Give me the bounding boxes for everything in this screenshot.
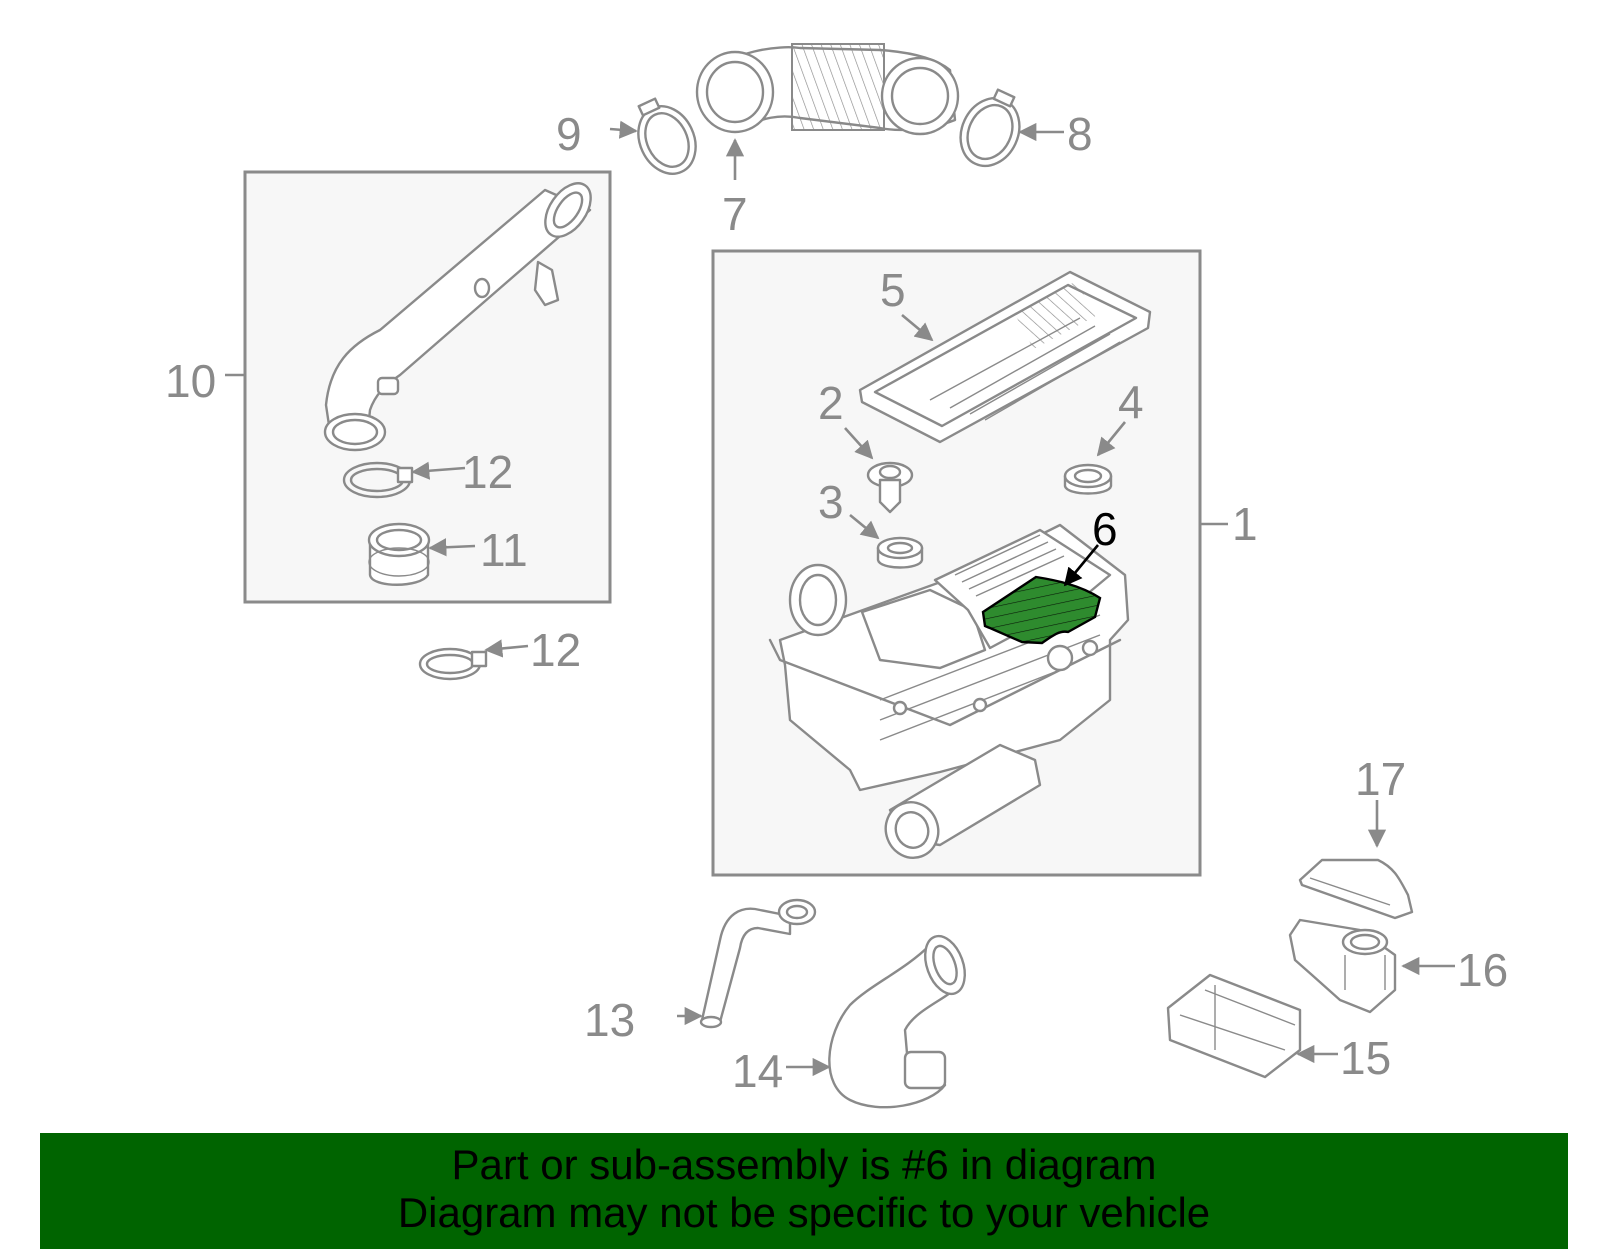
callout-6: 6 — [1092, 503, 1118, 555]
callout-8: 8 — [1067, 108, 1093, 160]
callout-9: 9 — [556, 108, 582, 160]
footer-line-2: Diagram may not be specific to your vehi… — [397, 1189, 1211, 1236]
hose-clamp-part-12-lower — [418, 647, 488, 681]
elbow-duct-part-14 — [828, 934, 966, 1109]
callout-16: 16 — [1457, 944, 1508, 996]
coupler-part-11 — [367, 522, 431, 586]
footer-line-1: Part or sub-assembly is #6 in diagram — [451, 1141, 1157, 1188]
callout-2: 2 — [818, 377, 844, 429]
callout-15: 15 — [1340, 1032, 1391, 1084]
intake-hose-part-7 — [695, 43, 960, 136]
retainer-part-2 — [866, 461, 914, 514]
air-filter-element-part-6 — [981, 575, 1102, 645]
callout-14: 14 — [732, 1045, 783, 1097]
footer-banner: Part or sub-assembly is #6 in diagram Di… — [40, 1133, 1568, 1249]
callout-10: 10 — [165, 355, 216, 407]
hose-clamp-part-8 — [959, 88, 1021, 168]
grommet-part-4 — [1063, 463, 1113, 495]
intake-tube-part-10 — [323, 182, 592, 452]
air-cleaner-cover-part-5 — [858, 270, 1152, 444]
callout-3: 3 — [818, 476, 844, 528]
callout-11: 11 — [480, 524, 528, 576]
air-inlet-duct-part-15 — [1166, 973, 1302, 1079]
hose-clamp-part-9 — [637, 97, 697, 175]
breather-hose-part-13 — [699, 898, 817, 1029]
leader-lines — [225, 120, 1455, 1077]
callout-5: 5 — [880, 264, 906, 316]
grommet-part-3 — [876, 536, 924, 569]
resonator-part-16 — [1288, 918, 1397, 1014]
cover-part-17 — [1298, 858, 1414, 920]
callout-17: 17 — [1355, 753, 1406, 805]
callout-1: 1 — [1232, 498, 1258, 550]
callout-labels: 1 2 3 4 5 6 7 8 9 10 11 12 12 13 14 15 1… — [165, 108, 1508, 1097]
hose-clamp-part-12-upper — [342, 461, 414, 499]
callout-12-lower: 12 — [530, 624, 581, 676]
callout-12-upper: 12 — [462, 446, 513, 498]
callout-13: 13 — [584, 994, 635, 1046]
callout-7: 7 — [722, 188, 748, 240]
callout-4: 4 — [1118, 376, 1144, 428]
